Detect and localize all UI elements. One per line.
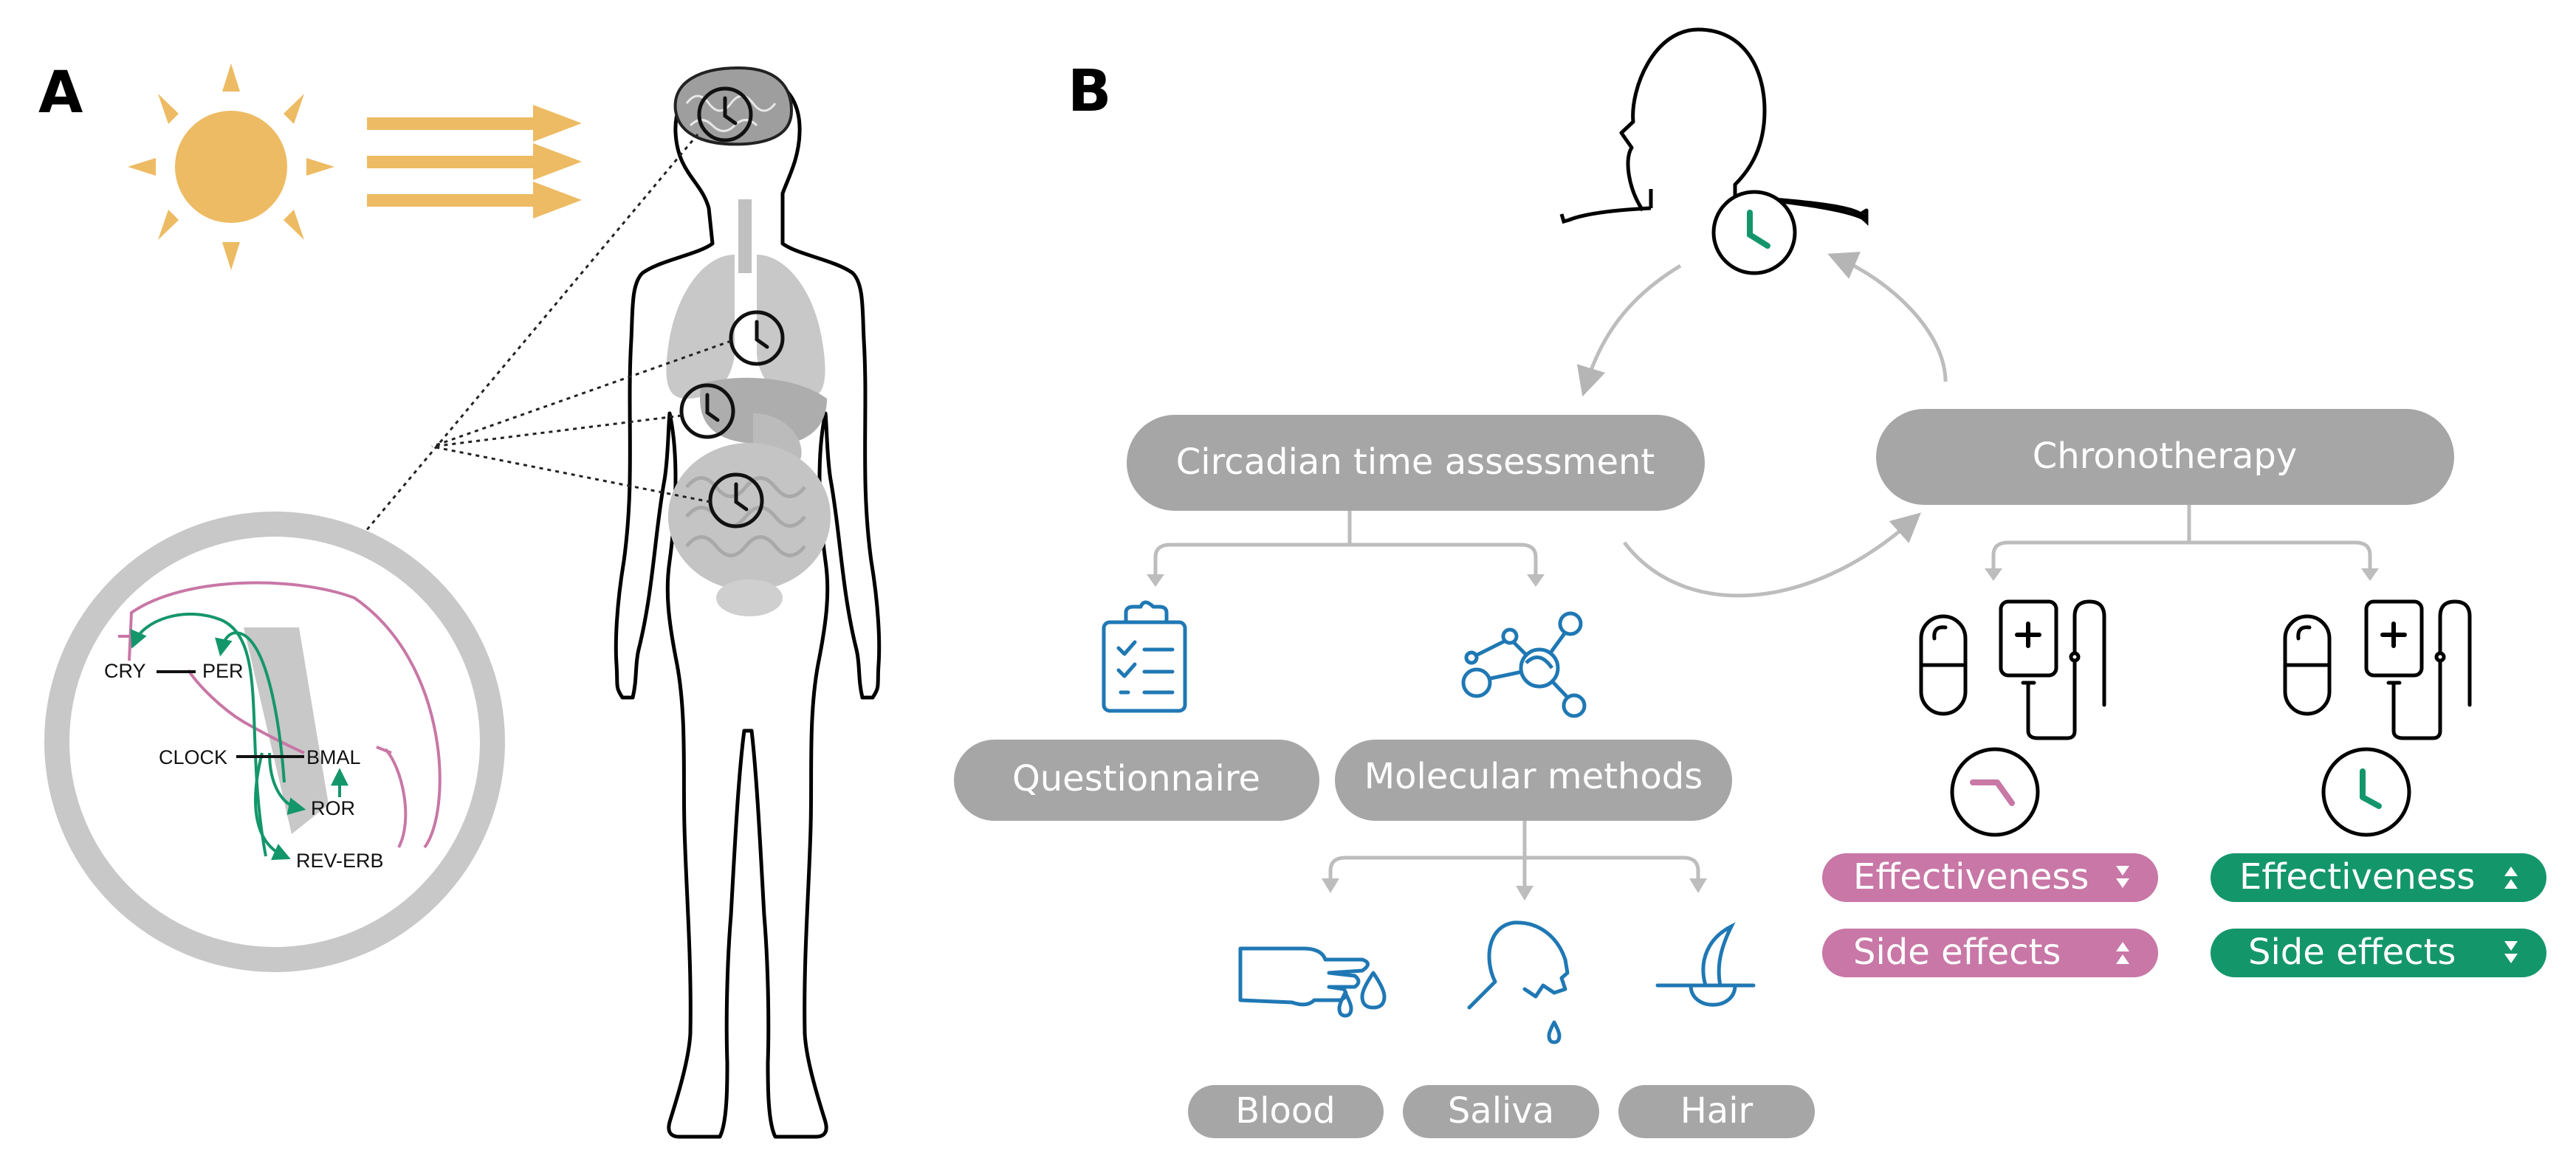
molecular-methods-label: Molecular methods — [1364, 756, 1703, 797]
decrease-arrows-icon — [2504, 941, 2518, 963]
head-saliva-icon — [1467, 920, 1570, 1044]
aligned-effectiveness-label: Effectiveness — [2239, 856, 2475, 898]
panel-label-a: A — [38, 60, 83, 126]
sample-branch-lines — [1322, 821, 1707, 901]
gene-ror: ROR — [311, 797, 355, 819]
gut-clock-icon — [708, 472, 764, 529]
decrease-arrows-icon — [2116, 866, 2129, 888]
molecular-methods-box: Molecular methods — [1335, 740, 1732, 821]
hair-label: Hair — [1680, 1090, 1754, 1132]
finger-blood-drop-icon — [1238, 946, 1387, 1018]
aligned-side-effects-label: Side effects — [2248, 932, 2456, 973]
assessment-branch-lines — [1147, 511, 1545, 587]
gene-rev-erb: REV-ERB — [296, 850, 384, 872]
light-rays-icon — [367, 105, 582, 218]
gene-network: CRY PER CLOCK BMAL ROR REV-ERB — [104, 581, 442, 872]
hair-box: Hair — [1618, 1085, 1815, 1138]
organs-illustration — [666, 199, 831, 616]
sun-icon — [128, 63, 334, 270]
aligned-side-effects-badge: Side effects — [2211, 929, 2546, 977]
misaligned-side-effects-badge: Side effects — [1822, 929, 2158, 977]
brain-icon — [673, 66, 794, 146]
blood-label: Blood — [1235, 1090, 1335, 1132]
saliva-box: Saliva — [1403, 1085, 1599, 1138]
aligned-effectiveness-badge: Effectiveness — [2211, 853, 2546, 902]
questionnaire-box: Questionnaire — [954, 740, 1319, 821]
drug-icons-aligned — [2283, 599, 2472, 740]
gene-bmal: BMAL — [306, 746, 361, 768]
gene-per: PER — [202, 660, 244, 682]
clipboard-icon — [1102, 600, 1187, 713]
chronotherapy-label: Chronotherapy — [2033, 436, 2298, 477]
misaligned-clock-icon — [1950, 747, 2040, 837]
hair-follicle-icon — [1655, 922, 1756, 1007]
molecular-clock-zoom — [44, 512, 505, 972]
increase-arrows-icon — [2504, 867, 2518, 889]
gene-cry: CRY — [104, 660, 146, 682]
circadian-time-assessment-label: Circadian time assessment — [1176, 441, 1655, 483]
misaligned-effectiveness-badge: Effectiveness — [1822, 853, 2158, 902]
misaligned-effectiveness-label: Effectiveness — [1853, 856, 2089, 898]
questionnaire-label: Questionnaire — [1012, 758, 1260, 799]
connector-lines — [364, 134, 732, 532]
cycle-arrows — [1576, 252, 1948, 598]
gene-clock: CLOCK — [159, 746, 227, 768]
central-clock-icon — [1711, 190, 1797, 275]
drug-icons-misaligned — [1919, 599, 2106, 740]
molecule-icon — [1461, 611, 1587, 718]
brain-clock-icon — [697, 86, 753, 142]
increase-arrows-icon — [2116, 942, 2129, 964]
person-bust-outline — [1559, 27, 1869, 227]
therapy-branch-lines — [1985, 505, 2379, 581]
lung-clock-icon — [729, 310, 785, 366]
circadian-time-assessment-box: Circadian time assessment — [1127, 415, 1705, 511]
blood-box: Blood — [1188, 1085, 1384, 1138]
saliva-label: Saliva — [1448, 1090, 1554, 1132]
chronotherapy-box: Chronotherapy — [1876, 409, 2454, 505]
misaligned-side-effects-label: Side effects — [1853, 932, 2061, 973]
liver-clock-icon — [679, 383, 735, 439]
aligned-clock-icon — [2321, 747, 2411, 837]
panel-label-b: B — [1068, 58, 1111, 125]
